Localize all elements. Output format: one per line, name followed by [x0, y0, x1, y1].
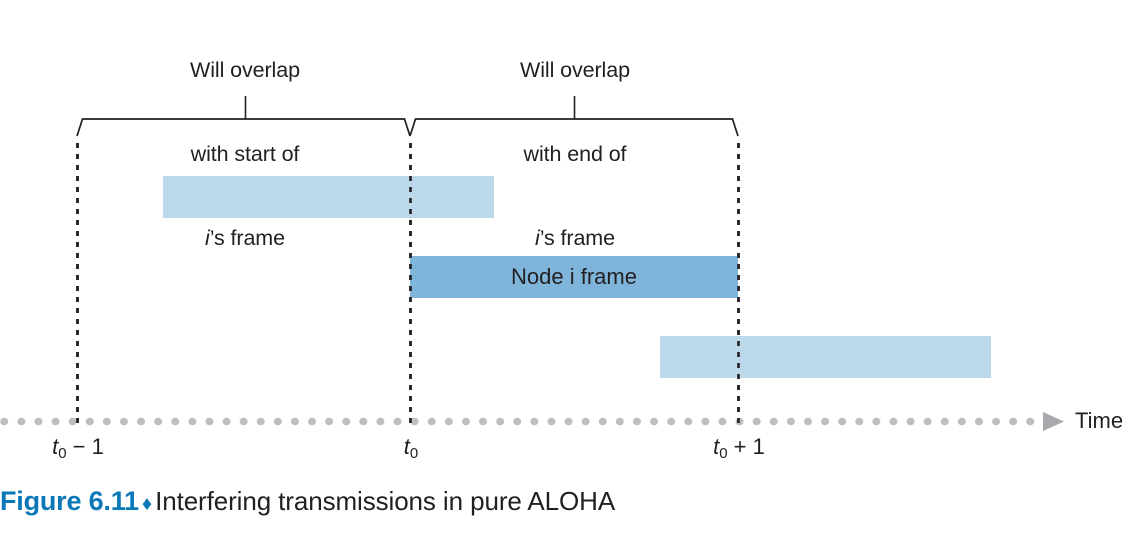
tick-base-1: t [403, 434, 410, 459]
tick-sub-0: 0 [58, 445, 67, 463]
right-callout-line-3-rest: ’s frame [539, 226, 615, 250]
tick-label-t0-minus-1: t0 − 1 [52, 434, 104, 463]
right-callout-line-1: Will overlap [520, 58, 630, 82]
tick-label-t0-plus-1: t0 + 1 [713, 434, 765, 463]
left-callout-line-1: Will overlap [190, 58, 300, 82]
left-callout-line-2: with start of [190, 142, 300, 166]
right-callout-text: Will overlap with end of i’s frame [485, 0, 665, 308]
right-callout-node-letter: i [535, 226, 540, 250]
right-callout-line-2: with end of [523, 142, 627, 166]
figure-number: Figure 6.11 [0, 486, 139, 516]
tick-base-2: t [713, 434, 720, 459]
tick-sub-1: 0 [409, 445, 419, 463]
figure-caption: Figure 6.11♦Interfering transmissions in… [0, 486, 1134, 517]
left-callout-text: Will overlap with start of i’s frame [155, 0, 335, 308]
caption-text: Interfering transmissions in pure ALOHA [155, 486, 616, 516]
time-axis-arrowhead [1043, 412, 1064, 431]
bar-node-i-frame: Node i frame [410, 256, 738, 298]
right-span-bracket [409, 118, 739, 137]
caption-diamond-separator: ♦ [141, 493, 153, 515]
tick-suffix-2: + 1 [727, 434, 765, 459]
left-callout-line-3-rest: ’s frame [209, 226, 285, 250]
bar-earlier-frame [163, 176, 494, 218]
time-axis-label: Time [1075, 408, 1124, 433]
left-callout-node-letter: i [205, 226, 210, 250]
left-callout-line-3: i’s frame [155, 224, 335, 252]
right-callout-line-3: i’s frame [485, 224, 665, 252]
bar-later-frame [660, 336, 991, 378]
bar-node-i-frame-label: Node i frame [511, 264, 637, 289]
left-span-bracket [76, 118, 411, 137]
tick-suffix-0: − 1 [66, 434, 104, 459]
tick-sub-2: 0 [719, 445, 728, 463]
tick-base-0: t [52, 434, 59, 459]
tick-label-t0: t0 [403, 434, 419, 463]
